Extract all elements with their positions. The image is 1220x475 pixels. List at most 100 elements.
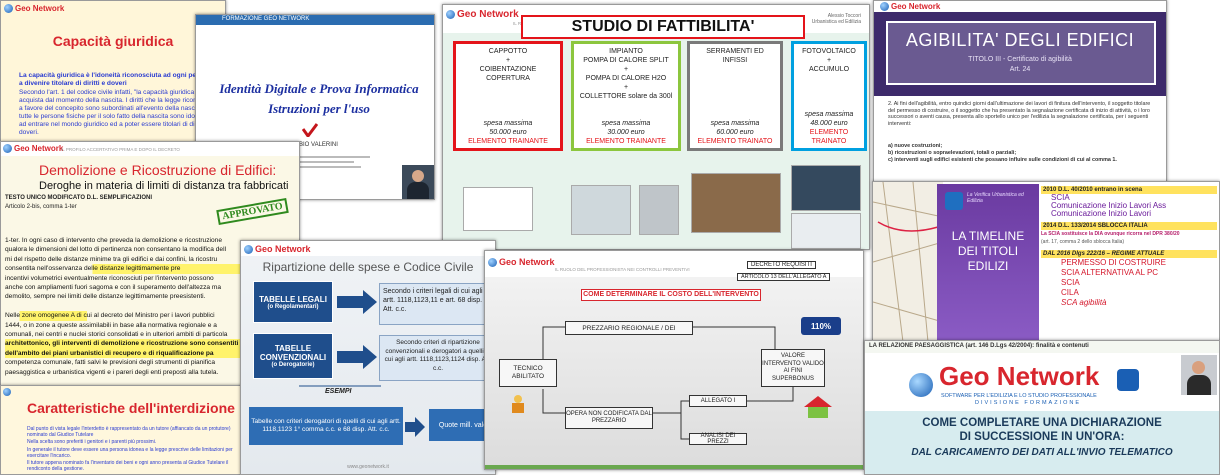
- docente: Docente: FABIO VALERINI: [266, 142, 338, 148]
- derogatori-box: Tabelle con criteri derogatori di quelli…: [249, 407, 403, 445]
- logo-text: Geo Network: [15, 4, 65, 13]
- cover-title: LA TIMELINE DEI TITOLI EDILIZI: [951, 229, 1025, 273]
- slide-title: COME DETERMINARE IL COSTO DELL'INTERVENT…: [581, 289, 761, 301]
- slide-ripartizione-spese: Geo Network Ripartizione delle spese e C…: [240, 240, 496, 475]
- box-line: INFISSI: [722, 57, 748, 64]
- articolo-label: ARTICOLO 13 DELL'ALLEGATO A: [737, 273, 831, 281]
- slide-timeline-titoli-edilizi: La Verifica Urbanistica ed Edilizia LA T…: [872, 181, 1220, 341]
- opera-box: OPERA NON CODIFICATA DAL PREZZARIO: [565, 407, 653, 429]
- logo-text: Geo Network: [499, 257, 555, 267]
- box-line: POMPA DI CALORE SPLIT: [583, 57, 669, 64]
- law-line: demolito, sempre nei limiti delle distan…: [5, 293, 206, 301]
- box-line: +: [505, 57, 511, 64]
- superbonus-badge: 110%: [801, 317, 841, 335]
- box-line: COIBENTAZIONE: [479, 66, 537, 73]
- logo-division: DIVISIONE FORMAZIONE: [975, 400, 1082, 406]
- box-amount: 30.000 euro: [607, 129, 645, 136]
- geonetwork-logo: Geo Network: [880, 2, 940, 11]
- slide-title: Identità Digitale e Prova Informatica: [219, 81, 419, 96]
- arrows: [299, 290, 425, 437]
- legali-description: Secondo i criteri legali di cui agli art…: [379, 283, 495, 325]
- box-amount: 60.000 euro: [716, 129, 754, 136]
- box-amount: 48.000 euro: [810, 120, 848, 127]
- geonetwork-logo: Geo Network: [244, 244, 311, 254]
- globe-icon: [446, 10, 455, 19]
- boiler-image: [639, 185, 679, 235]
- header-tag: IL RUOLO DEL PROFESSIONISTA NEI CONTROLL…: [555, 267, 690, 272]
- app-logo-icon: [945, 192, 963, 210]
- box-line: COPERTURA: [486, 75, 530, 82]
- box-label: TABELLE LEGALI: [259, 294, 327, 304]
- brand-logo: Geo Network: [939, 361, 1100, 391]
- box-trainante: ELEMENTO TRAINATO: [809, 129, 849, 145]
- bullet-item: In generale il tutore deve essere una pe…: [27, 446, 233, 459]
- box-trainante: ELEMENTO TRAINANTE: [586, 138, 666, 145]
- globe-icon: [244, 244, 253, 254]
- regime-item: SCIA ALTERNATIVA AL PC: [1061, 268, 1159, 277]
- window-frame-image: [691, 173, 781, 233]
- geonetwork-logo: Geo Network: [4, 4, 64, 13]
- timeline-item: (art. 17, comma 2 dello sblocca Italia): [1041, 239, 1125, 245]
- bullet-item: Il tutore appena nominato fa l'inventari…: [27, 460, 229, 473]
- box-sublabel: (o Regolamentari): [267, 303, 319, 310]
- geonetwork-logo: Geo Network: [488, 257, 555, 267]
- title-line-2: DI SUCCESSIONE IN UN'ORA:: [959, 431, 1125, 443]
- timeline-2010: 2010 D.L. 40/2010 entrano in scena: [1041, 186, 1217, 194]
- geonetwork-logo: Geo Network: [3, 144, 63, 153]
- map-background: [873, 182, 943, 340]
- box-spesa: spesa massima: [483, 120, 533, 127]
- box-line: FOTOVOLTAICO: [802, 48, 856, 55]
- tabelle-convenzionali-box: TABELLE CONVENZIONALI(o Derogatorie): [253, 333, 333, 379]
- regime-item: SCIA: [1061, 278, 1080, 287]
- box-trainante: ELEMENTO TRAINANTE: [468, 138, 548, 145]
- article-item: b) ricostruzioni o sopraelevazioni, tota…: [888, 150, 1017, 156]
- law-line: consentita nell'osservanza delle distanz…: [5, 264, 297, 274]
- regime-item: PERMESSO DI COSTRUIRE: [1061, 258, 1166, 267]
- app-icon: [1117, 369, 1139, 391]
- slide-title: Demolizione e Ricostruzione di Edifici:: [39, 162, 277, 178]
- box-amount: 50.000 euro: [489, 129, 527, 136]
- article-item: a) nuove costruzioni;: [888, 143, 943, 149]
- law-line: incentivi volumetrici eventualmente rico…: [5, 274, 214, 282]
- bullet-item: Dal punto di vista legale l'interdetto è…: [27, 426, 231, 439]
- law-line: 1444, o in zone a queste assimilabili in…: [5, 321, 217, 329]
- box-line: IMPIANTO: [609, 48, 643, 55]
- relazione-header: LA RELAZIONE PAESAGGISTICA (art. 146 D.L…: [869, 343, 1089, 349]
- slide-costo-intervento: Geo Network IL RUOLO DEL PROFESSIONISTA …: [484, 250, 864, 470]
- slide-title: STUDIO DI FATTIBILITA': [521, 15, 805, 39]
- webcam-video: [1181, 355, 1217, 395]
- battery-image: [791, 213, 861, 249]
- title-line-3: DAL CARICAMENTO DEI DATI ALL'INVIO TELEM…: [911, 447, 1173, 458]
- box-trainante: ELEMENTO TRAINATO: [697, 138, 773, 145]
- article-body: 2. Ai fini dell'agibilità, entro quindic…: [888, 101, 1151, 127]
- title-line-1: COME COMPLETARE UNA DICHIARAZIONE: [922, 417, 1162, 429]
- analisi-box: ANALISI DEI PREZZI: [689, 433, 747, 445]
- flow-lines: [542, 326, 794, 440]
- box-line: CAPPOTTO: [488, 48, 528, 55]
- slide-title: AGIBILITA' DEGLI EDIFICI: [905, 30, 1135, 50]
- bullet-list: Dal punto di vista legale l'interdetto è…: [27, 426, 237, 473]
- article-items: a) nuove costruzioni;b) ricostruzioni o …: [888, 143, 1156, 164]
- timeline-2014: 2014 D.L. 133/2014 SBLOCCA ITALIA: [1041, 222, 1217, 230]
- box-line: ACCUMULO: [808, 66, 850, 73]
- law-line: Nelle zone omogenee A di cui al decreto …: [5, 311, 297, 321]
- webcam-video: [402, 165, 434, 199]
- header-label: FORMAZIONE GEO NETWORK: [222, 16, 310, 22]
- regime-item: SCA agibilità: [1061, 298, 1107, 307]
- law-text: 1-ter. In ogni caso di intervento che pr…: [5, 236, 297, 377]
- prezzario-box: PREZZARIO REGIONALE / DEI: [565, 321, 693, 335]
- article-item: c) interventi sugli edifici esistenti ch…: [888, 157, 1117, 163]
- cover-topline: La Verifica Urbanistica ed Edilizia: [967, 192, 1024, 204]
- timeline-item: La SCIA sostituisce la DIA ovunque ricor…: [1041, 231, 1180, 237]
- article-label: Art. 24: [1009, 66, 1031, 73]
- timeline-item: SCIA: [1051, 193, 1070, 202]
- slide-studio-fattibilita: Geo Network IL RUOLO DEL PROFESSIONISTA …: [442, 4, 870, 250]
- author-role: Urbanistica ed Edilizia: [811, 19, 861, 25]
- law-line: architettonico, gli interventi di demoli…: [5, 339, 297, 349]
- bullet-item: Nella scelta sono preferiti i genitori e…: [27, 439, 157, 446]
- timeline-item: Comunicazione Inizio Lavori Ass: [1051, 201, 1167, 210]
- law-line: competenza comunale, fatti salvi le prev…: [5, 359, 216, 367]
- law-line: paesaggistica e urbanistica vigenti e i …: [5, 368, 219, 376]
- box-label: TABELLE CONVENZIONALI: [259, 344, 327, 362]
